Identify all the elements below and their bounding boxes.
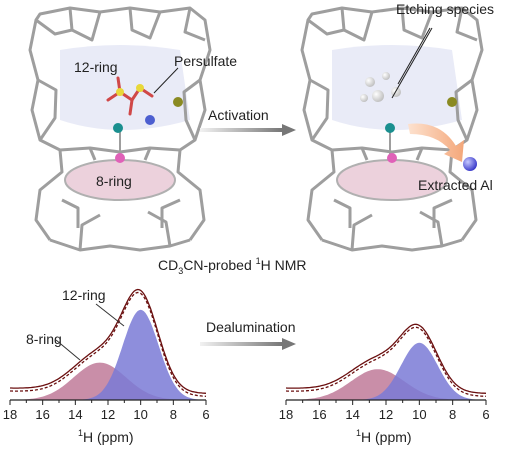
activation-arrow xyxy=(200,124,296,136)
x-tick-label: 16 xyxy=(312,407,326,422)
x-tick-label: 10 xyxy=(412,407,426,422)
peak-12-ring xyxy=(286,342,486,400)
zeolite-framework-after xyxy=(300,6,484,252)
x-axis-label: 1H (ppm) xyxy=(356,428,412,445)
nmr-spectrum-before: 18 16 14 12 10 8 6 1H (ppm) xyxy=(3,288,210,445)
x-axis-label: 1H (ppm) xyxy=(78,428,134,445)
nmr-ring8-label: 8-ring xyxy=(26,331,62,347)
etching-species-label: Etching species xyxy=(396,1,494,17)
total-envelope xyxy=(10,288,207,394)
extracted-al-label: Extracted Al xyxy=(418,177,493,193)
zeolite-framework-before xyxy=(28,6,212,252)
x-tick-label: 14 xyxy=(345,407,359,422)
ring-12-label-before: 12-ring xyxy=(74,59,118,75)
x-tick-label: 6 xyxy=(482,407,489,422)
total-envelope xyxy=(285,323,487,394)
activation-label: Activation xyxy=(208,107,269,123)
x-tick-label: 14 xyxy=(68,407,82,422)
x-tick-label: 8 xyxy=(170,407,177,422)
x-tick-label: 8 xyxy=(449,407,456,422)
nmr-spectrum-after: 18 16 14 12 10 8 6 1H (ppm) xyxy=(279,323,490,445)
x-tick-label: 12 xyxy=(379,407,393,422)
ring-8-label-before: 8-ring xyxy=(96,173,132,189)
nmr-ring12-label: 12-ring xyxy=(62,287,106,303)
x-tick-label: 16 xyxy=(35,407,49,422)
dealumination-arrow xyxy=(200,338,296,350)
fit-envelope xyxy=(10,291,207,397)
nmr-title: CD3CN-probed 1H NMR xyxy=(158,256,307,276)
peak-12-ring xyxy=(10,309,206,400)
peak-8-ring xyxy=(286,369,486,400)
x-tick-label: 12 xyxy=(101,407,115,422)
x-tick-label: 18 xyxy=(279,407,293,422)
x-tick-label: 6 xyxy=(202,407,209,422)
x-tick-label: 10 xyxy=(133,407,147,422)
x-tick-label: 18 xyxy=(3,407,17,422)
persulfate-label: Persulfate xyxy=(174,53,237,69)
dealumination-label: Dealumination xyxy=(206,319,296,335)
peak-8-ring xyxy=(10,362,206,400)
